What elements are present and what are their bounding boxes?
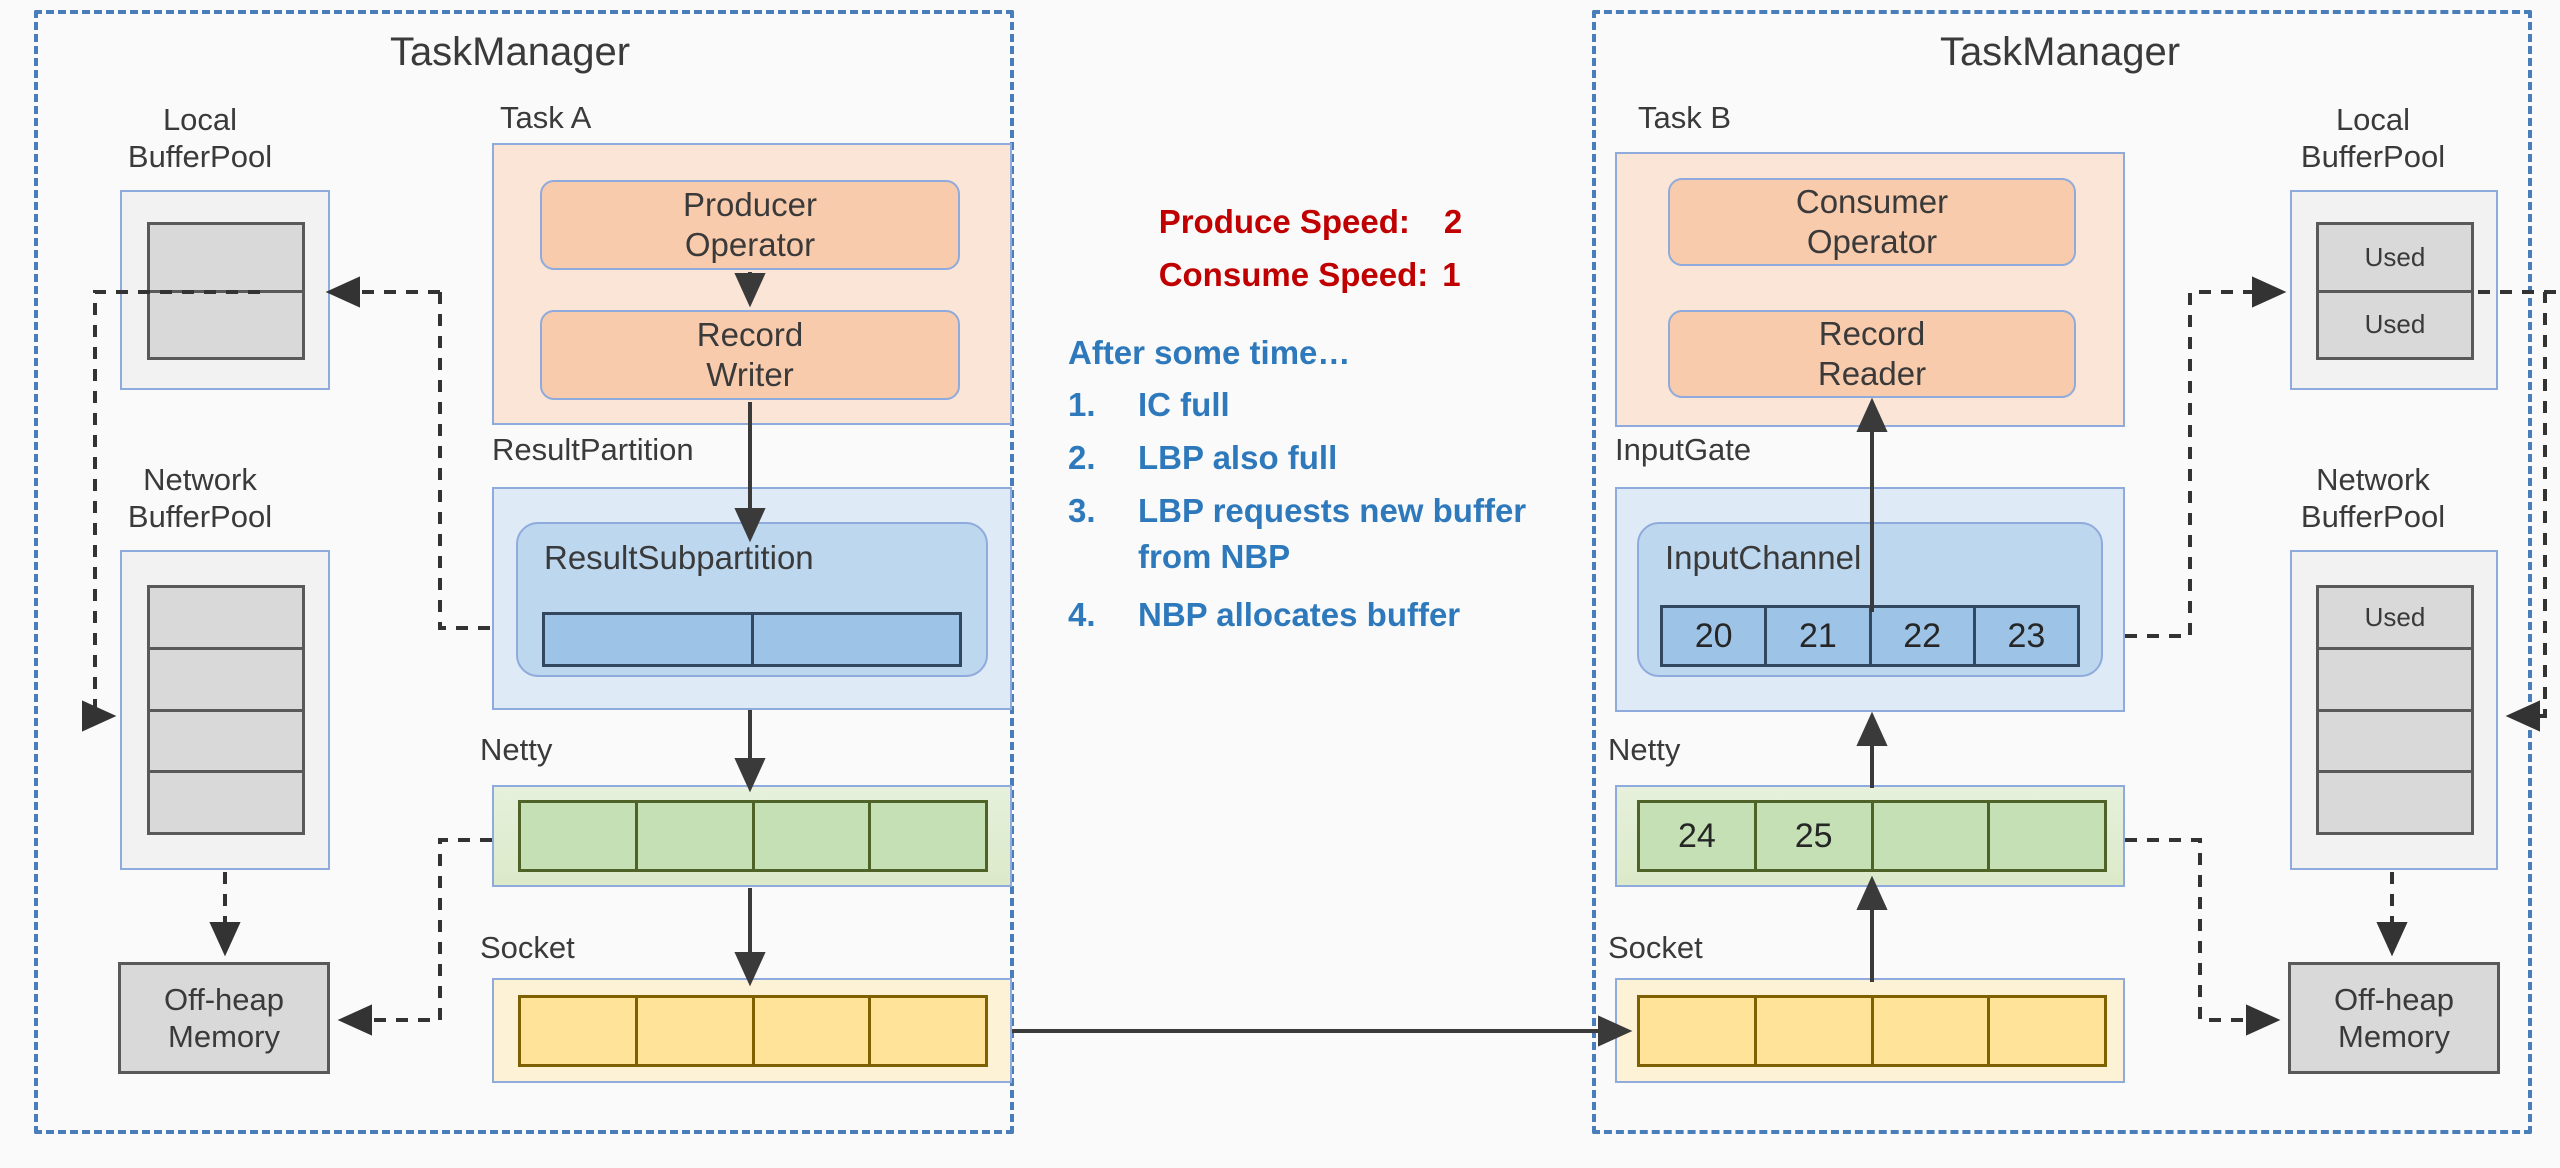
buffer-cell xyxy=(753,615,959,664)
buffer-cell xyxy=(2319,712,2471,774)
step-4-text: NBP allocates buffer xyxy=(1138,596,1461,633)
buffer-cell: 23 xyxy=(1975,608,2077,664)
step-2-number: 2. xyxy=(1068,439,1096,476)
right-netty-cells: 24 25 xyxy=(1637,800,2107,872)
buffer-cell xyxy=(150,293,302,358)
left-resultsubpartition-cells xyxy=(542,612,962,667)
step-4-number: 4. xyxy=(1068,596,1096,633)
step-2-text: LBP also full xyxy=(1138,439,1338,476)
buffer-cell xyxy=(1640,998,1757,1064)
buffer-cell xyxy=(871,998,985,1064)
buffer-cell xyxy=(150,712,302,774)
buffer-cell xyxy=(754,803,872,869)
buffer-cell: 21 xyxy=(1767,608,1872,664)
buffer-cell xyxy=(637,998,755,1064)
produce-speed-value: 2 xyxy=(1443,202,1463,240)
left-taskmanager-title: TaskManager xyxy=(389,30,631,74)
left-resultpartition-label: ResultPartition xyxy=(492,432,694,467)
step-1-text: IC full xyxy=(1138,386,1230,423)
left-task-label: Task A xyxy=(500,100,592,135)
right-local-bufferpool-cells: Used Used xyxy=(2316,222,2474,360)
step-3-number: 3. xyxy=(1068,492,1096,529)
right-inputgate-label: InputGate xyxy=(1615,432,1752,467)
right-socket-label: Socket xyxy=(1608,930,1703,965)
buffer-cell: Used xyxy=(2364,309,2426,340)
step-1-number: 1. xyxy=(1068,386,1096,423)
buffer-cell xyxy=(1873,998,1991,1064)
buffer-cell: 25 xyxy=(1756,803,1874,869)
right-socket-cells xyxy=(1637,995,2107,1067)
left-resultsubpartition-label: ResultSubpartition xyxy=(544,539,814,576)
after-some-time-heading: After some time… xyxy=(1068,334,1351,371)
right-network-bufferpool-cells: Used xyxy=(2316,585,2474,835)
buffer-cell xyxy=(637,803,755,869)
right-inputchannel-cells: 20 21 22 23 xyxy=(1660,605,2080,667)
buffer-cell xyxy=(1990,998,2104,1064)
buffer-cell xyxy=(871,803,985,869)
left-taskmanager-container xyxy=(34,10,1014,1134)
buffer-cell xyxy=(2319,650,2471,712)
buffer-cell xyxy=(545,615,754,664)
buffer-cell xyxy=(1756,998,1874,1064)
buffer-cell xyxy=(2319,773,2471,832)
right-task-label: Task B xyxy=(1638,100,1732,135)
right-taskmanager-title: TaskManager xyxy=(1939,30,2181,74)
left-socket-label: Socket xyxy=(480,930,575,965)
consume-speed-value: 1 xyxy=(1442,255,1461,293)
left-local-bufferpool-cells xyxy=(147,222,305,360)
consume-speed-label: Consume Speed: xyxy=(1158,255,1429,293)
buffer-cell xyxy=(521,998,638,1064)
buffer-cell: Used xyxy=(2319,225,2471,293)
buffer-cell xyxy=(150,773,302,832)
buffer-cell xyxy=(521,803,638,869)
left-socket-cells xyxy=(518,995,988,1067)
buffer-cell: 24 xyxy=(1640,803,1757,869)
consume-speed-annotation: Consume Speed: 1 xyxy=(1122,208,1461,342)
left-network-bufferpool-cells xyxy=(147,585,305,835)
right-inputchannel-label: InputChannel xyxy=(1665,539,1862,576)
buffer-cell: Used xyxy=(2319,588,2471,650)
buffer-cell xyxy=(150,650,302,712)
buffer-cell xyxy=(1873,803,1991,869)
produce-speed-label: Produce Speed: xyxy=(1158,202,1410,240)
right-netty-label: Netty xyxy=(1608,732,1681,767)
buffer-cell: 22 xyxy=(1871,608,1976,664)
produce-speed-annotation: Produce Speed: 2 xyxy=(1122,155,1463,289)
buffer-cell xyxy=(1990,803,2104,869)
left-netty-cells xyxy=(518,800,988,872)
buffer-cell xyxy=(150,588,302,650)
buffer-cell xyxy=(150,225,302,293)
left-netty-label: Netty xyxy=(480,732,553,767)
buffer-cell: 20 xyxy=(1663,608,1768,664)
buffer-cell xyxy=(754,998,872,1064)
